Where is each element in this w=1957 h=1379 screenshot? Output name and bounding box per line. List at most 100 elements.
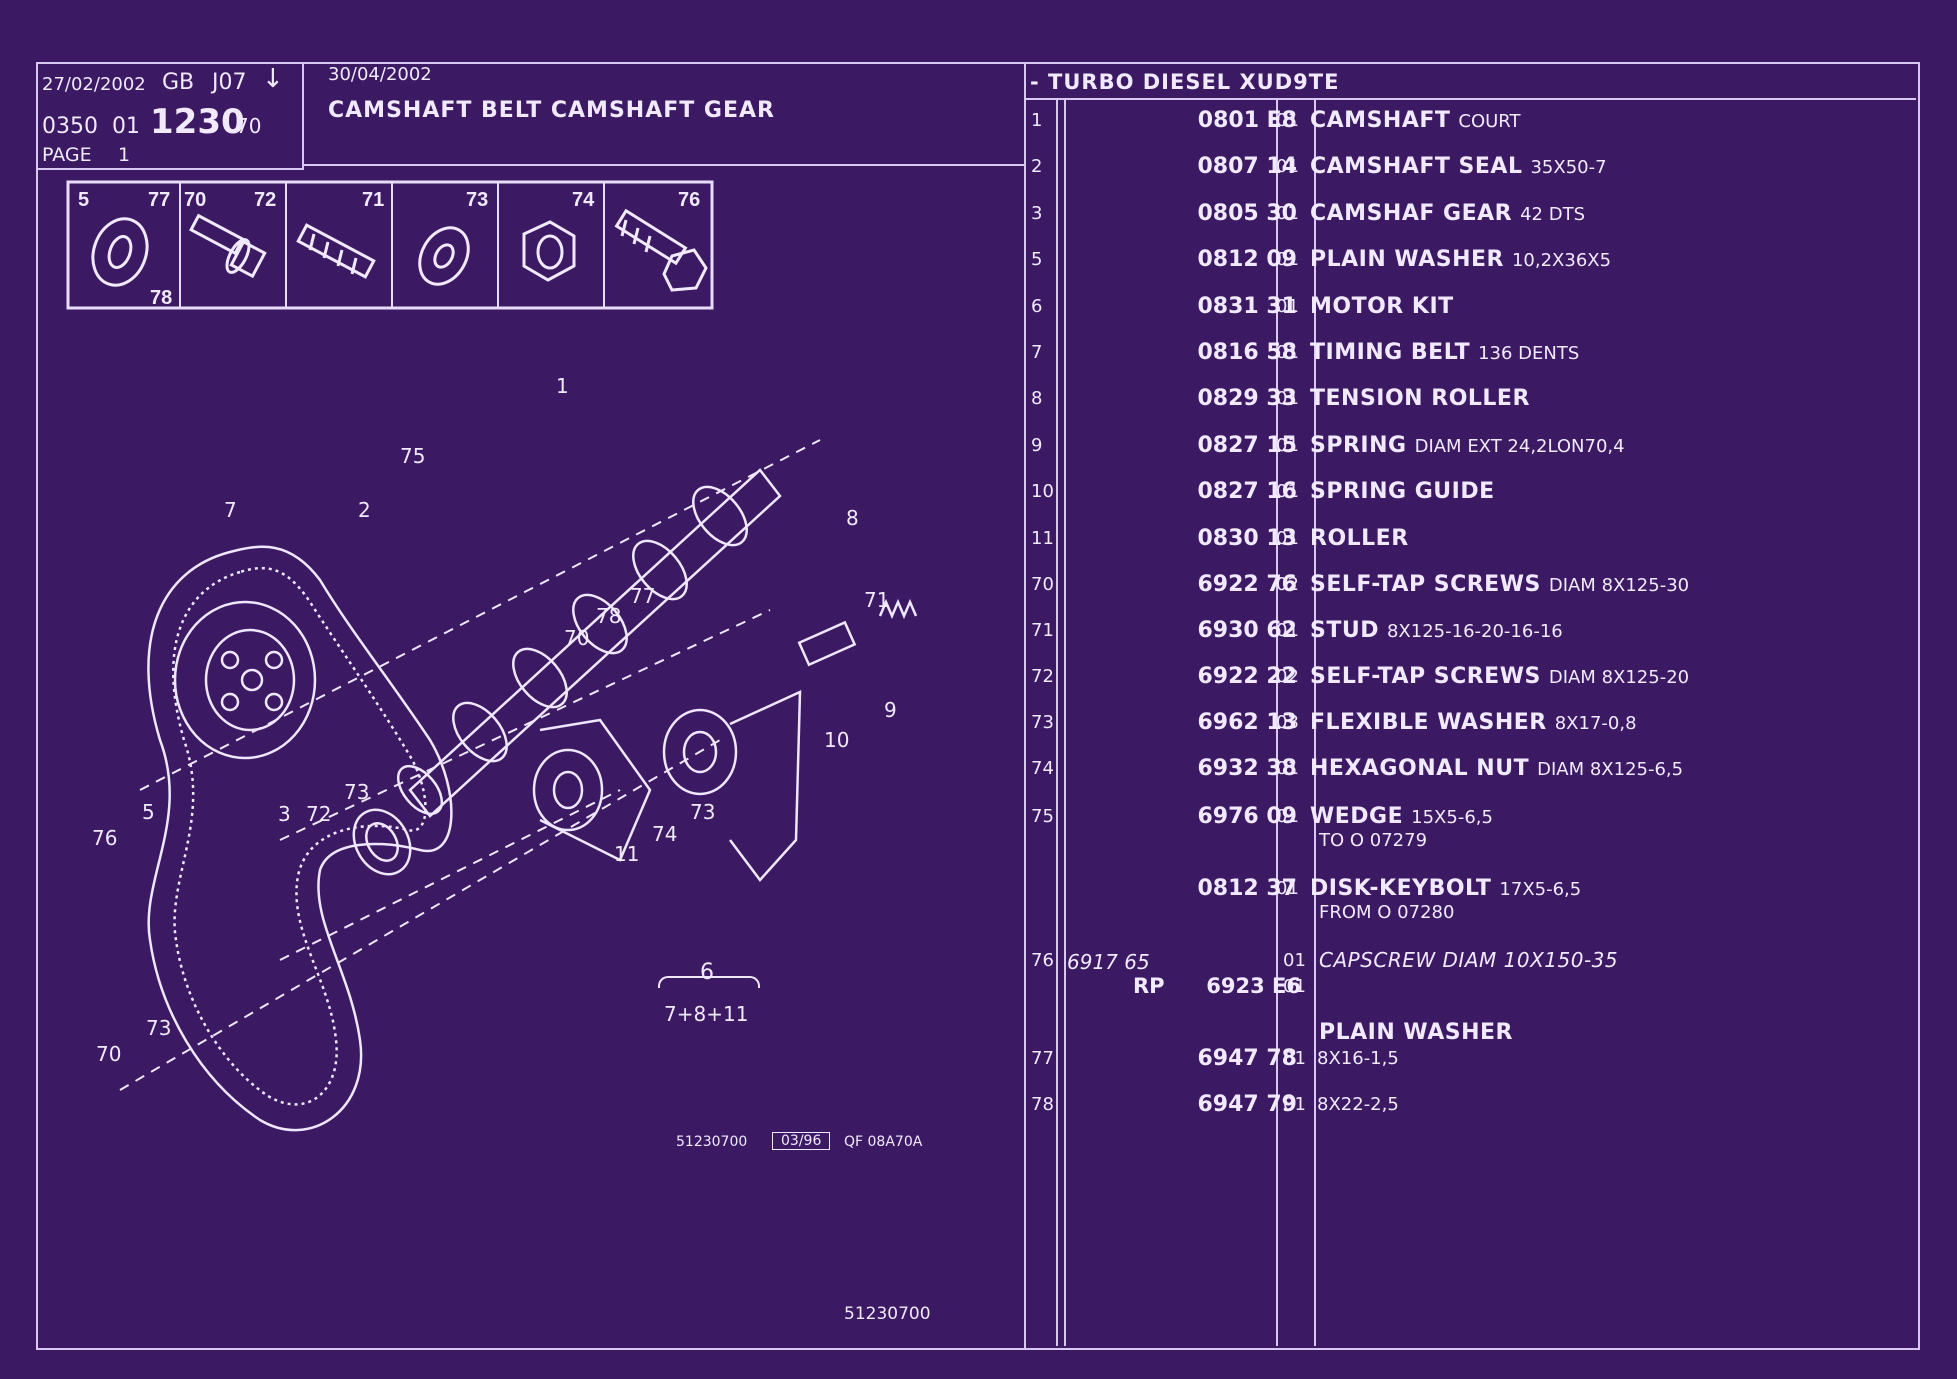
part-number: 0812 09 <box>1197 247 1297 272</box>
part-number: 0805 30 <box>1197 201 1297 226</box>
region-code: J07 <box>212 70 247 95</box>
part-qty: 01 <box>1276 878 1299 899</box>
capscrew-icon <box>614 208 708 292</box>
part-ref: 3 <box>1031 203 1043 224</box>
part-name: PLAIN WASHER 10,2X36X5 <box>1310 247 1611 272</box>
col-number-divider <box>1276 98 1278 1346</box>
part-row: 10 0827 16 01 SPRING GUIDE <box>1027 475 1915 509</box>
callout-72: 72 <box>306 802 332 826</box>
part-row: 11 0830 13 01 ROLLER <box>1027 522 1915 556</box>
callout-3: 3 <box>278 802 291 826</box>
part-name: PLAIN WASHER <box>1319 1020 1513 1045</box>
part-desc: COURT <box>1458 111 1521 132</box>
part-qty: 01 <box>1283 1094 1306 1115</box>
hw-label-73: 73 <box>466 189 488 211</box>
part-ref: 70 <box>1031 574 1054 595</box>
part-ref: 6 <box>1031 296 1043 317</box>
part-desc: 8X17-0,8 <box>1554 713 1637 734</box>
doc-main-number: 1230 <box>150 102 245 142</box>
part-number: 6976 09 <box>1197 804 1297 829</box>
callout-74: 74 <box>652 822 678 846</box>
part-number: 0831 31 <box>1197 294 1297 319</box>
part-name: WEDGE 15X5-6,5 <box>1310 804 1493 829</box>
down-arrow-icon: ↓ <box>262 64 284 94</box>
part-name-text: PLAIN WASHER <box>1310 247 1504 272</box>
part-ref: 8 <box>1031 388 1043 409</box>
hw-label-70: 70 <box>184 189 206 211</box>
part-name-italic: CAPSCREW DIAM 10X150-35 <box>1319 948 1619 972</box>
part-ref: 73 <box>1031 712 1054 733</box>
callout-9: 9 <box>884 698 897 722</box>
callout-78: 78 <box>596 604 622 628</box>
part-name-text: HEXAGONAL NUT <box>1310 756 1530 781</box>
part-name: ROLLER <box>1310 526 1417 551</box>
kit-label: 6 <box>700 960 714 985</box>
callout-73: 73 <box>344 780 370 804</box>
callout-73-lower: 73 <box>146 1016 172 1040</box>
part-desc: 8X125-16-20-16-16 <box>1386 621 1563 642</box>
part-qty: 01 <box>1276 528 1299 549</box>
part-qty: 01 <box>1276 156 1299 177</box>
part-desc: 10,2X36X5 <box>1511 250 1612 271</box>
part-ref: 1 <box>1031 110 1043 131</box>
part-ref: 74 <box>1031 758 1054 779</box>
part-number: 0829 33 <box>1197 386 1297 411</box>
hw-label-76: 76 <box>678 189 700 211</box>
part-ref: 72 <box>1031 666 1054 687</box>
hw-label-72: 72 <box>254 189 276 211</box>
part-name: DISK-KEYBOLT 17X5-6,5 <box>1310 876 1581 901</box>
print-date: 27/02/2002 <box>42 74 146 95</box>
diagram-ref-date: 03/96 <box>772 1132 831 1150</box>
part-desc: 8X22-2,5 <box>1317 1094 1399 1115</box>
part-ref: 78 <box>1031 1094 1054 1115</box>
camshaft <box>396 468 782 818</box>
replacement-label: RP <box>1133 974 1165 998</box>
part-qty: 01 <box>1276 435 1299 456</box>
part-qty: 01 <box>1276 481 1299 502</box>
hw-label-74: 74 <box>572 189 595 211</box>
part-name: TENSION ROLLER <box>1310 386 1538 411</box>
part-desc: 42 DTS <box>1520 204 1586 225</box>
part-qty: 01 <box>1276 388 1299 409</box>
col-old-divider <box>1064 98 1066 1346</box>
part-ref: 9 <box>1031 435 1043 456</box>
callout-10: 10 <box>824 728 850 752</box>
hw-label-78: 78 <box>150 287 172 309</box>
part-qty: 01 <box>1276 620 1299 641</box>
part-ref: 10 <box>1031 481 1054 502</box>
part-name-text: DISK-KEYBOLT <box>1310 876 1492 901</box>
page-label: PAGE <box>42 144 92 166</box>
callout-5: 5 <box>142 800 155 824</box>
callout-2: 2 <box>358 498 371 522</box>
part-desc: 15X5-6,5 <box>1411 807 1493 828</box>
part-name-text: TENSION ROLLER <box>1310 386 1530 411</box>
part-desc: 17X5-6,5 <box>1499 879 1582 900</box>
part-name-text: CAMSHAFT SEAL <box>1310 154 1523 179</box>
part-qty: 01 <box>1276 342 1299 363</box>
diagram-ref-extra: QF 08A70A <box>844 1134 923 1150</box>
part-name-text: WEDGE <box>1310 804 1404 829</box>
part-ref: 77 <box>1031 1048 1054 1069</box>
part-desc: 8X16-1,5 <box>1317 1048 1399 1069</box>
camshaft-seal <box>352 808 412 876</box>
part-ref: 71 <box>1031 620 1054 641</box>
callout-76: 76 <box>92 826 118 850</box>
col-ref-divider <box>1056 98 1058 1346</box>
hardware-box: 5 77 78 70 72 71 73 74 76 <box>66 180 714 310</box>
part-qty: 01 <box>1276 296 1299 317</box>
part-desc: DIAM EXT 24,2LON70,4 <box>1414 436 1625 457</box>
